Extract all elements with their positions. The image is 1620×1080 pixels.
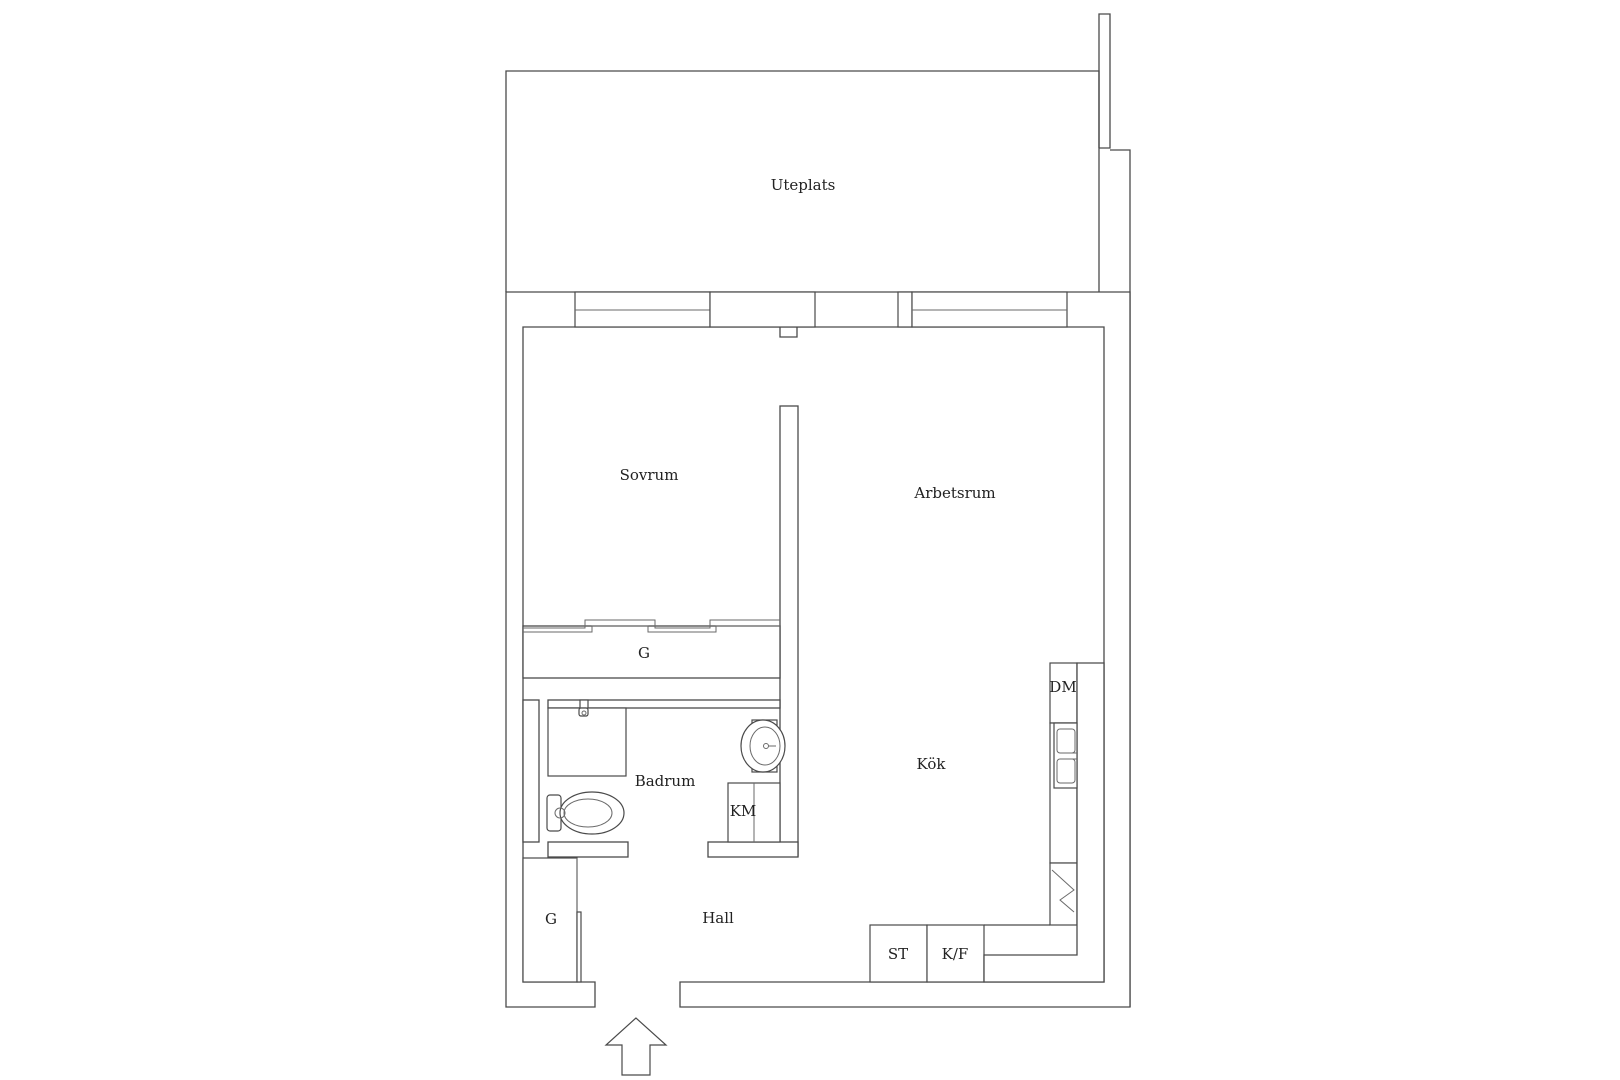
fixture-label-km: KM: [730, 802, 757, 820]
sink-icon: [740, 719, 786, 773]
toilet-icon: [546, 791, 625, 835]
fixture-label-kf: K/F: [942, 945, 969, 963]
room-label-garderob-hall: G: [545, 910, 557, 928]
fixture-label-st: ST: [888, 945, 908, 963]
room-label-kok: Kök: [917, 755, 947, 773]
kitchen: [869, 662, 1105, 983]
entrance-arrow-icon: [604, 1017, 668, 1076]
room-label-garderob-sovrum: G: [638, 644, 650, 662]
kitchen-sink-icon: [1053, 722, 1078, 789]
shower-icon: [578, 699, 589, 717]
room-label-sovrum: Sovrum: [620, 466, 679, 484]
room-label-arbetsrum: Arbetsrum: [913, 484, 995, 502]
room-label-hall: Hall: [702, 909, 734, 927]
room-label-uteplats: Uteplats: [771, 176, 836, 194]
outer-wall: [505, 291, 1131, 1008]
fixture-label-dm: DM: [1049, 678, 1076, 696]
hall-wardrobe: [522, 857, 582, 983]
terrace-windows: [574, 291, 1068, 338]
room-label-badrum: Badrum: [635, 772, 696, 790]
terrace: [505, 13, 1131, 1007]
